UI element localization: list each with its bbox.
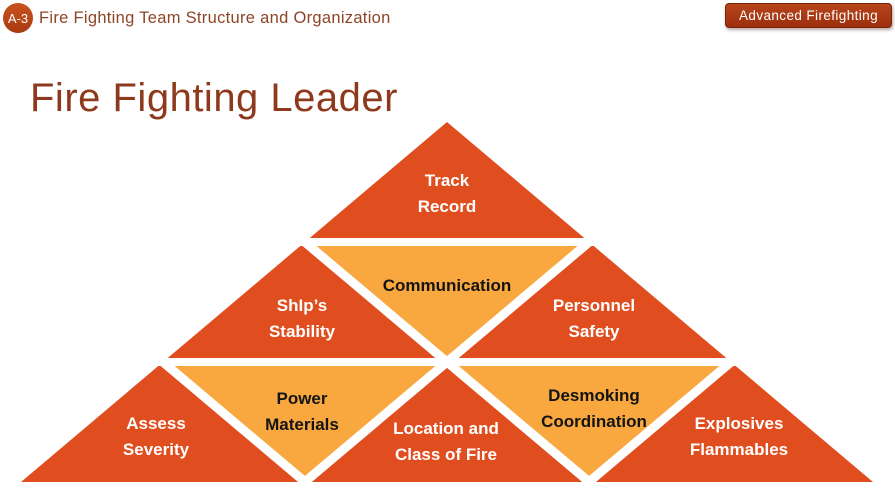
separator-lines xyxy=(154,234,740,491)
label-personnel-safety: Personnel Safety xyxy=(552,296,636,341)
page-title: Fire Fighting Leader xyxy=(30,76,398,120)
label-ships-stability: ShIp’s Stability xyxy=(268,296,336,341)
slide-number-badge: A-3 xyxy=(3,3,33,33)
label-location-class-of-fire: Location and Class of Fire xyxy=(393,419,499,464)
label-track-record: Track Record xyxy=(417,171,477,216)
triangle-explosives-flammables xyxy=(589,362,873,482)
triangle-personnel-safety xyxy=(447,242,731,362)
triangle-desmoking-coordination xyxy=(447,362,731,482)
triangle-location-class-of-fire xyxy=(305,362,589,482)
triangle-power-materials xyxy=(163,362,447,482)
triangle-communication xyxy=(305,242,589,362)
label-power-materials: Power Materials xyxy=(265,389,339,434)
label-communication: Communication xyxy=(382,276,512,295)
advanced-firefighting-button[interactable]: Advanced Firefighting xyxy=(725,3,892,28)
label-desmoking-coordination: Desmoking Coordination xyxy=(541,386,647,431)
label-assess-severity: Assess Severity xyxy=(122,414,190,459)
triangle-ships-stability xyxy=(163,242,447,362)
triangle-assess-severity xyxy=(21,362,305,482)
triangle-track-record xyxy=(305,122,589,242)
header-title: Fire Fighting Team Structure and Organiz… xyxy=(39,9,391,27)
label-explosives-flammables: Explosives Flammables xyxy=(689,414,789,459)
